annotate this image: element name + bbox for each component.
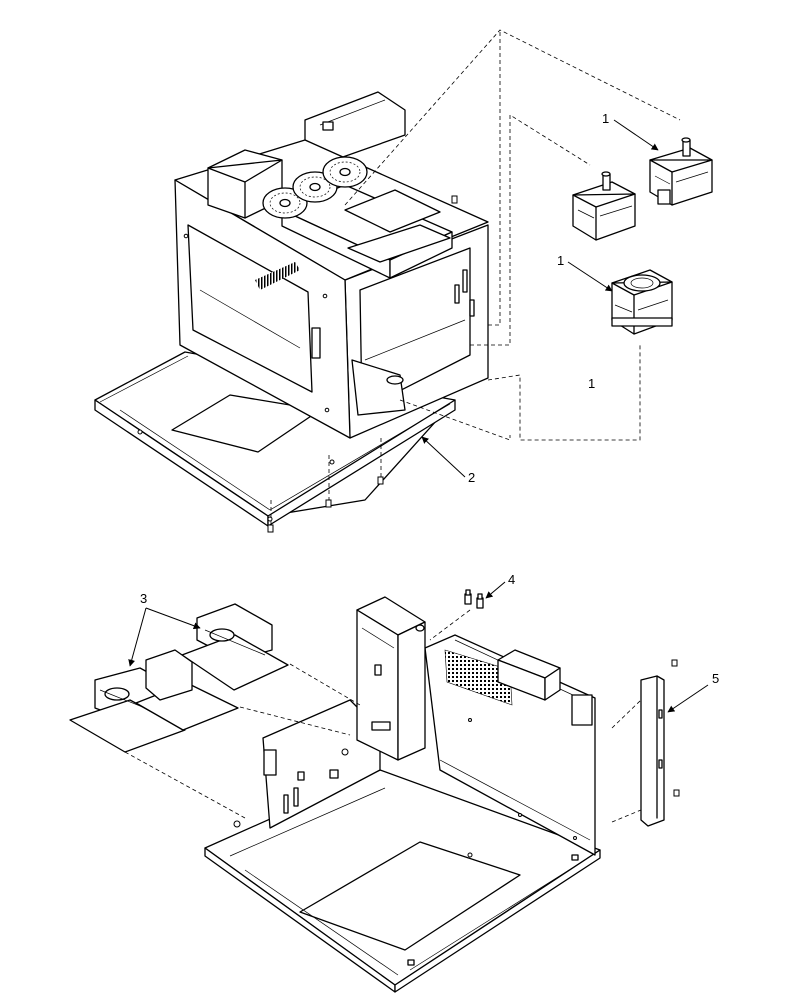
callout-1c: 1 (588, 376, 595, 391)
oven-cavity-assembly (94, 29, 681, 533)
bottom-alignment-lines (124, 663, 361, 828)
magnetron-middle (572, 171, 636, 241)
callout-label-2: 2 (468, 470, 475, 485)
callout-2: 2 (421, 436, 475, 485)
callout-4: 4 (485, 572, 515, 599)
gear-wheel-3 (322, 156, 368, 188)
magnetron-lower (611, 269, 673, 335)
alignment-lines (344, 29, 681, 441)
callout-3: 3 (128, 591, 201, 667)
gear-wheels (262, 156, 368, 219)
side-bracket (611, 659, 680, 827)
screw (325, 499, 332, 508)
callout-label-1c: 1 (588, 376, 595, 391)
control-panel-frame (356, 596, 426, 761)
callout-label-1b: 1 (557, 253, 564, 268)
callout-1b: 1 (557, 253, 613, 292)
screw (451, 195, 458, 204)
top-box (497, 649, 561, 701)
callout-label-5: 5 (712, 671, 719, 686)
connector (476, 593, 484, 609)
outer-case-assembly (69, 589, 680, 993)
callout-label-1a: 1 (602, 111, 609, 126)
connector (464, 589, 472, 605)
waveguide-covers (69, 603, 289, 753)
screw (377, 476, 384, 485)
callout-label-3: 3 (140, 591, 147, 606)
cover-upper (181, 603, 289, 691)
tray-screws (267, 195, 458, 533)
magnetrons (572, 137, 713, 335)
callout-1a: 1 (602, 111, 659, 151)
screw (267, 524, 274, 533)
callout-5: 5 (667, 671, 719, 713)
callout-label-4: 4 (508, 572, 515, 587)
magnetron-right (649, 137, 713, 206)
deck-components (281, 184, 453, 279)
connectors (429, 589, 484, 641)
